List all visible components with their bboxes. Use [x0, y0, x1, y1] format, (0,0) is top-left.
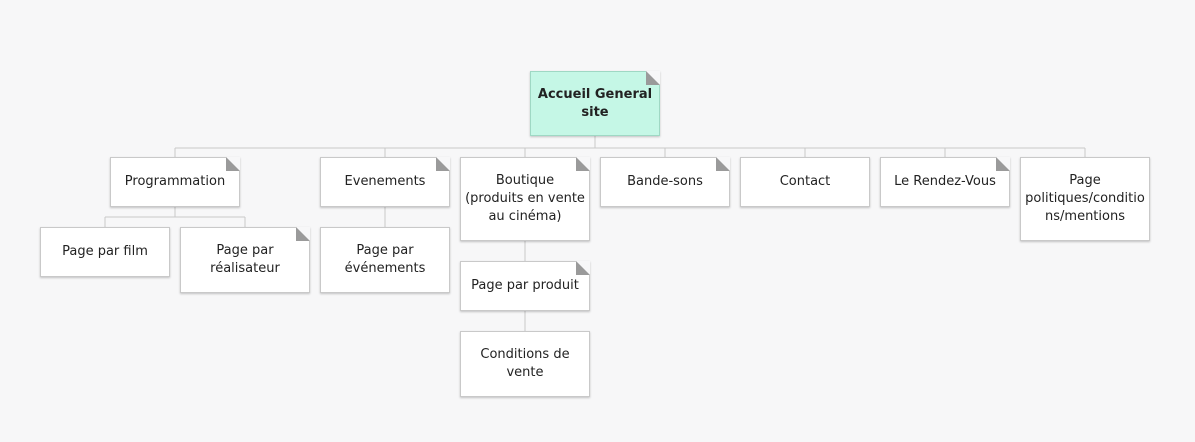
node-page-par-film[interactable]: Page par film — [40, 227, 170, 277]
node-label: Le Rendez-Vous — [894, 174, 996, 189]
node-label: Page par film — [62, 244, 148, 259]
node-label: Conditions de vente — [480, 347, 570, 380]
node-label: Page par réalisateur — [210, 243, 280, 276]
node-label: Page politiques/conditions/mentions — [1025, 173, 1145, 224]
fold-corner-icon — [576, 157, 590, 171]
node-programmation[interactable]: Programmation — [110, 157, 240, 207]
node-label: Contact — [779, 174, 831, 189]
node-label: Boutique (produits en vente au cinéma) — [465, 173, 585, 224]
node-label: Evenements — [344, 174, 426, 189]
node-page-par-evenements[interactable]: Page par événements — [320, 227, 450, 293]
node-bande-sons[interactable]: Bande-sons — [600, 157, 730, 207]
node-contact[interactable]: Contact — [740, 157, 870, 207]
node-conditions-de-vente[interactable]: Conditions de vente — [460, 331, 590, 397]
node-le-rendez-vous[interactable]: Le Rendez-Vous — [880, 157, 1010, 207]
fold-corner-icon — [716, 157, 730, 171]
node-label: Page par événements — [344, 243, 426, 276]
node-page-par-produit[interactable]: Page par produit — [460, 261, 590, 311]
node-page-politiques[interactable]: Page politiques/conditions/mentions — [1020, 157, 1150, 241]
fold-corner-icon — [996, 157, 1010, 171]
fold-corner-icon — [296, 227, 310, 241]
fold-corner-icon — [226, 157, 240, 171]
node-label: Programmation — [124, 174, 226, 189]
node-page-par-realisateur[interactable]: Page par réalisateur — [180, 227, 310, 293]
fold-corner-icon — [576, 261, 590, 275]
fold-corner-icon — [646, 71, 660, 85]
node-root-label: Accueil General site — [537, 86, 653, 120]
node-evenements[interactable]: Evenements — [320, 157, 450, 207]
fold-corner-icon — [436, 157, 450, 171]
node-label: Bande-sons — [627, 174, 703, 189]
node-root[interactable]: Accueil General site — [530, 71, 660, 136]
node-label: Page par produit — [471, 278, 579, 293]
node-boutique[interactable]: Boutique (produits en vente au cinéma) — [460, 157, 590, 241]
